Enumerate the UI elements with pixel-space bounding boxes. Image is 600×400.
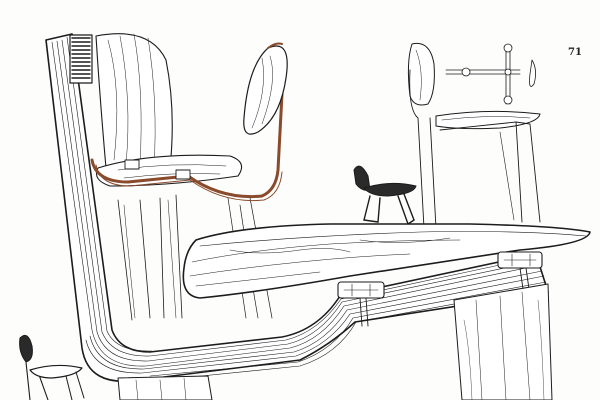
chair-back-panel [95, 33, 173, 174]
large-seat-panel [182, 223, 591, 327]
leg-left [117, 375, 213, 400]
plan-view-detail [445, 43, 536, 105]
leg-right [453, 283, 553, 400]
elevation-seat [435, 110, 541, 130]
wooden-chair-sketch [90, 33, 288, 321]
elevation-backrest [407, 42, 435, 106]
metal-leg-chair-elevation [407, 42, 541, 229]
frame-laminate-7 [149, 281, 547, 377]
frame-laminate-8 [151, 286, 548, 382]
frame-laminate-1 [51, 41, 541, 367]
frame-end-grain [69, 34, 93, 84]
page-number: 71 [568, 47, 582, 58]
frame-laminate-5 [85, 275, 545, 374]
seat-panel-outline [182, 223, 591, 299]
plywood-spine-red [90, 92, 284, 199]
frame-laminate-6 [89, 270, 543, 370]
tiny-chair-bottom-left [19, 334, 85, 400]
frame-laminate-2 [56, 40, 539, 362]
panel-legs [117, 283, 553, 400]
frame-laminate-4 [66, 36, 153, 352]
chair-backrest-shell [243, 45, 288, 135]
frame-laminate-3 [61, 39, 538, 357]
small-dark-chair [353, 165, 417, 225]
